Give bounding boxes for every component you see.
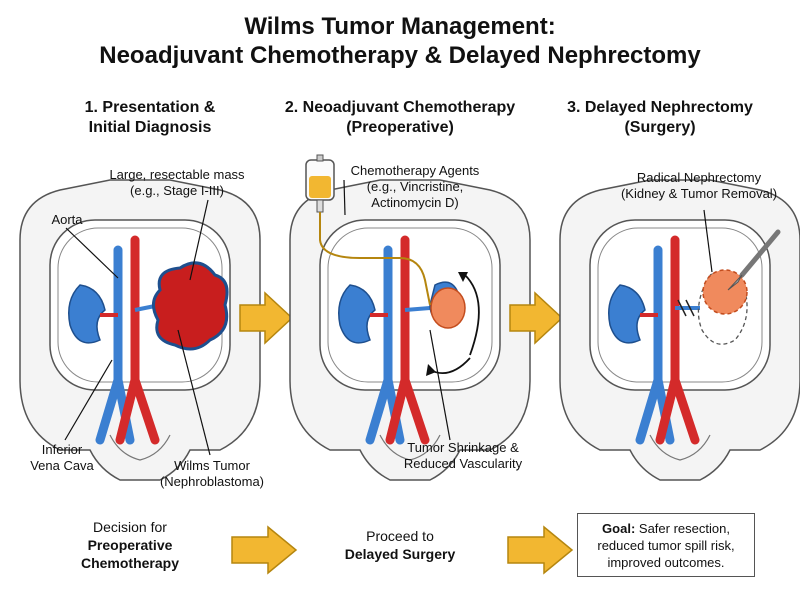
bottom-proceed-bold: Delayed Surgery [344,546,456,562]
flow-arrow-2 [509,291,564,345]
label-wilms-tumor: Wilms Tumor (Nephroblastoma) [142,458,282,490]
label-radical-line-1: Radical Nephrectomy [636,170,762,185]
bottom-arrow-1 [231,525,298,575]
step-1-title: 1. Presentation & Initial Diagnosis [25,98,275,138]
bottom-proceed-line-1: Proceed to [366,528,434,544]
panel-1-torso [19,179,261,481]
title-line-2: Neoadjuvant Chemotherapy & Delayed Nephr… [99,42,701,69]
goal-line-3: improved outcomes. [607,555,725,570]
flow-arrow-1 [239,291,294,345]
title-line-1: Wilms Tumor Management: [244,13,556,40]
label-ivc-line-2: Vena Cava [30,458,94,473]
bottom-decision-bold-1: Preoperative [87,537,173,553]
scalpel-icon [727,229,781,291]
label-tumor-shrinkage: Tumor Shrinkage & Reduced Vascularity [388,440,538,472]
label-chemo-line-2: (e.g., Vincristine, [366,179,464,194]
label-chemo-agents: Chemotherapy Agents (e.g., Vincristine, … [340,163,490,211]
page-title: Wilms Tumor Management: Neoadjuvant Chem… [0,12,800,70]
step-3-title-line-2: (Surgery) [624,119,696,136]
left-kidney [68,284,106,344]
goal-label: Goal: [602,521,636,536]
goal-line-2: reduced tumor spill risk, [597,538,735,553]
label-shrink-line-1: Tumor Shrinkage & [407,440,519,455]
label-wilms-line-2: (Nephroblastoma) [159,474,265,489]
step-3-title: 3. Delayed Nephrectomy (Surgery) [535,98,785,138]
iv-bag-icon [305,154,431,306]
label-wilms-line-1: Wilms Tumor [174,458,250,473]
wilms-tumor-mass [152,261,229,351]
label-ivc: Inferior Vena Cava [22,442,102,474]
label-mass-line-2: (e.g., Stage I-III) [130,183,224,198]
aorta-vessel [115,235,160,445]
step-1-title-line-2: Initial Diagnosis [88,119,212,136]
step-2-title: 2. Neoadjuvant Chemotherapy (Preoperativ… [275,98,525,138]
step-3-title-line-1: 3. Delayed Nephrectomy [567,99,753,116]
step-1-title-line-1: 1. Presentation & [84,99,216,116]
left-kidney-3 [608,284,646,344]
step-2-title-line-2: (Preoperative) [346,119,454,136]
label-radical-line-2: (Kidney & Tumor Removal) [620,186,778,201]
label-chemo-line-3: Actinomycin D) [371,195,459,210]
bottom-proceed: Proceed to Delayed Surgery [320,527,480,563]
panel-3-torso [559,179,800,481]
shrunken-tumor [430,287,466,329]
label-aorta: Aorta [51,212,83,227]
goal-box: Goal: Safer resection, reduced tumor spi… [577,513,755,577]
panel-2-torso [289,179,531,481]
label-mass-line-1: Large, resectable mass [109,167,245,182]
label-mass: Large, resectable mass (e.g., Stage I-II… [92,167,262,199]
label-chemo-line-1: Chemotherapy Agents [350,163,480,178]
bottom-decision-line-1: Decision for [93,519,167,535]
bottom-decision-bold-2: Chemotherapy [80,555,180,571]
label-radical-nephrectomy: Radical Nephrectomy (Kidney & Tumor Remo… [604,170,794,202]
label-ivc-line-1: Inferior [41,442,83,457]
bottom-decision: Decision for Preoperative Chemotherapy [55,518,205,572]
step-2-title-line-1: 2. Neoadjuvant Chemotherapy [284,99,516,116]
label-shrink-line-2: Reduced Vascularity [403,456,523,471]
bottom-arrow-2 [507,525,574,575]
goal-line-1: Safer resection, [638,521,730,536]
left-kidney-2 [338,284,376,344]
